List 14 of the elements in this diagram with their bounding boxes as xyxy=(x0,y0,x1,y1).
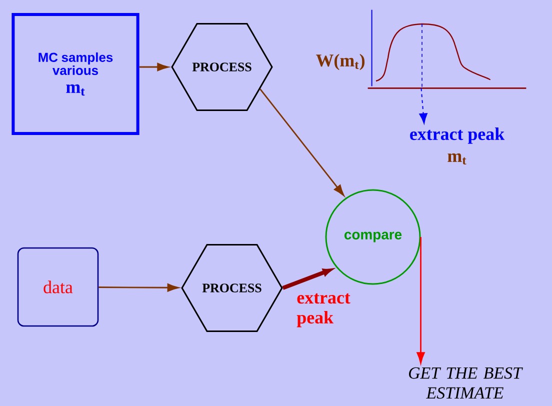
data-box: data xyxy=(17,247,99,327)
arrow xyxy=(419,88,428,124)
arrow xyxy=(98,284,179,292)
arrow xyxy=(260,88,344,196)
peak-text: extract peak m$_{t}$ xyxy=(410,127,505,165)
arrow xyxy=(139,62,168,72)
sample-box: MC samples various m$_{t}$ xyxy=(12,13,140,135)
result-text: GET THE BEST ESTIMATE xyxy=(409,367,523,399)
plot-drawing xyxy=(368,9,526,89)
arrow xyxy=(416,237,425,364)
edge-label: extract peak xyxy=(296,293,350,328)
process-hexagon: PROCESS xyxy=(171,22,273,112)
axis-label: W(m$_{t}$) xyxy=(316,54,364,70)
process-hexagon: PROCESS xyxy=(181,244,283,332)
